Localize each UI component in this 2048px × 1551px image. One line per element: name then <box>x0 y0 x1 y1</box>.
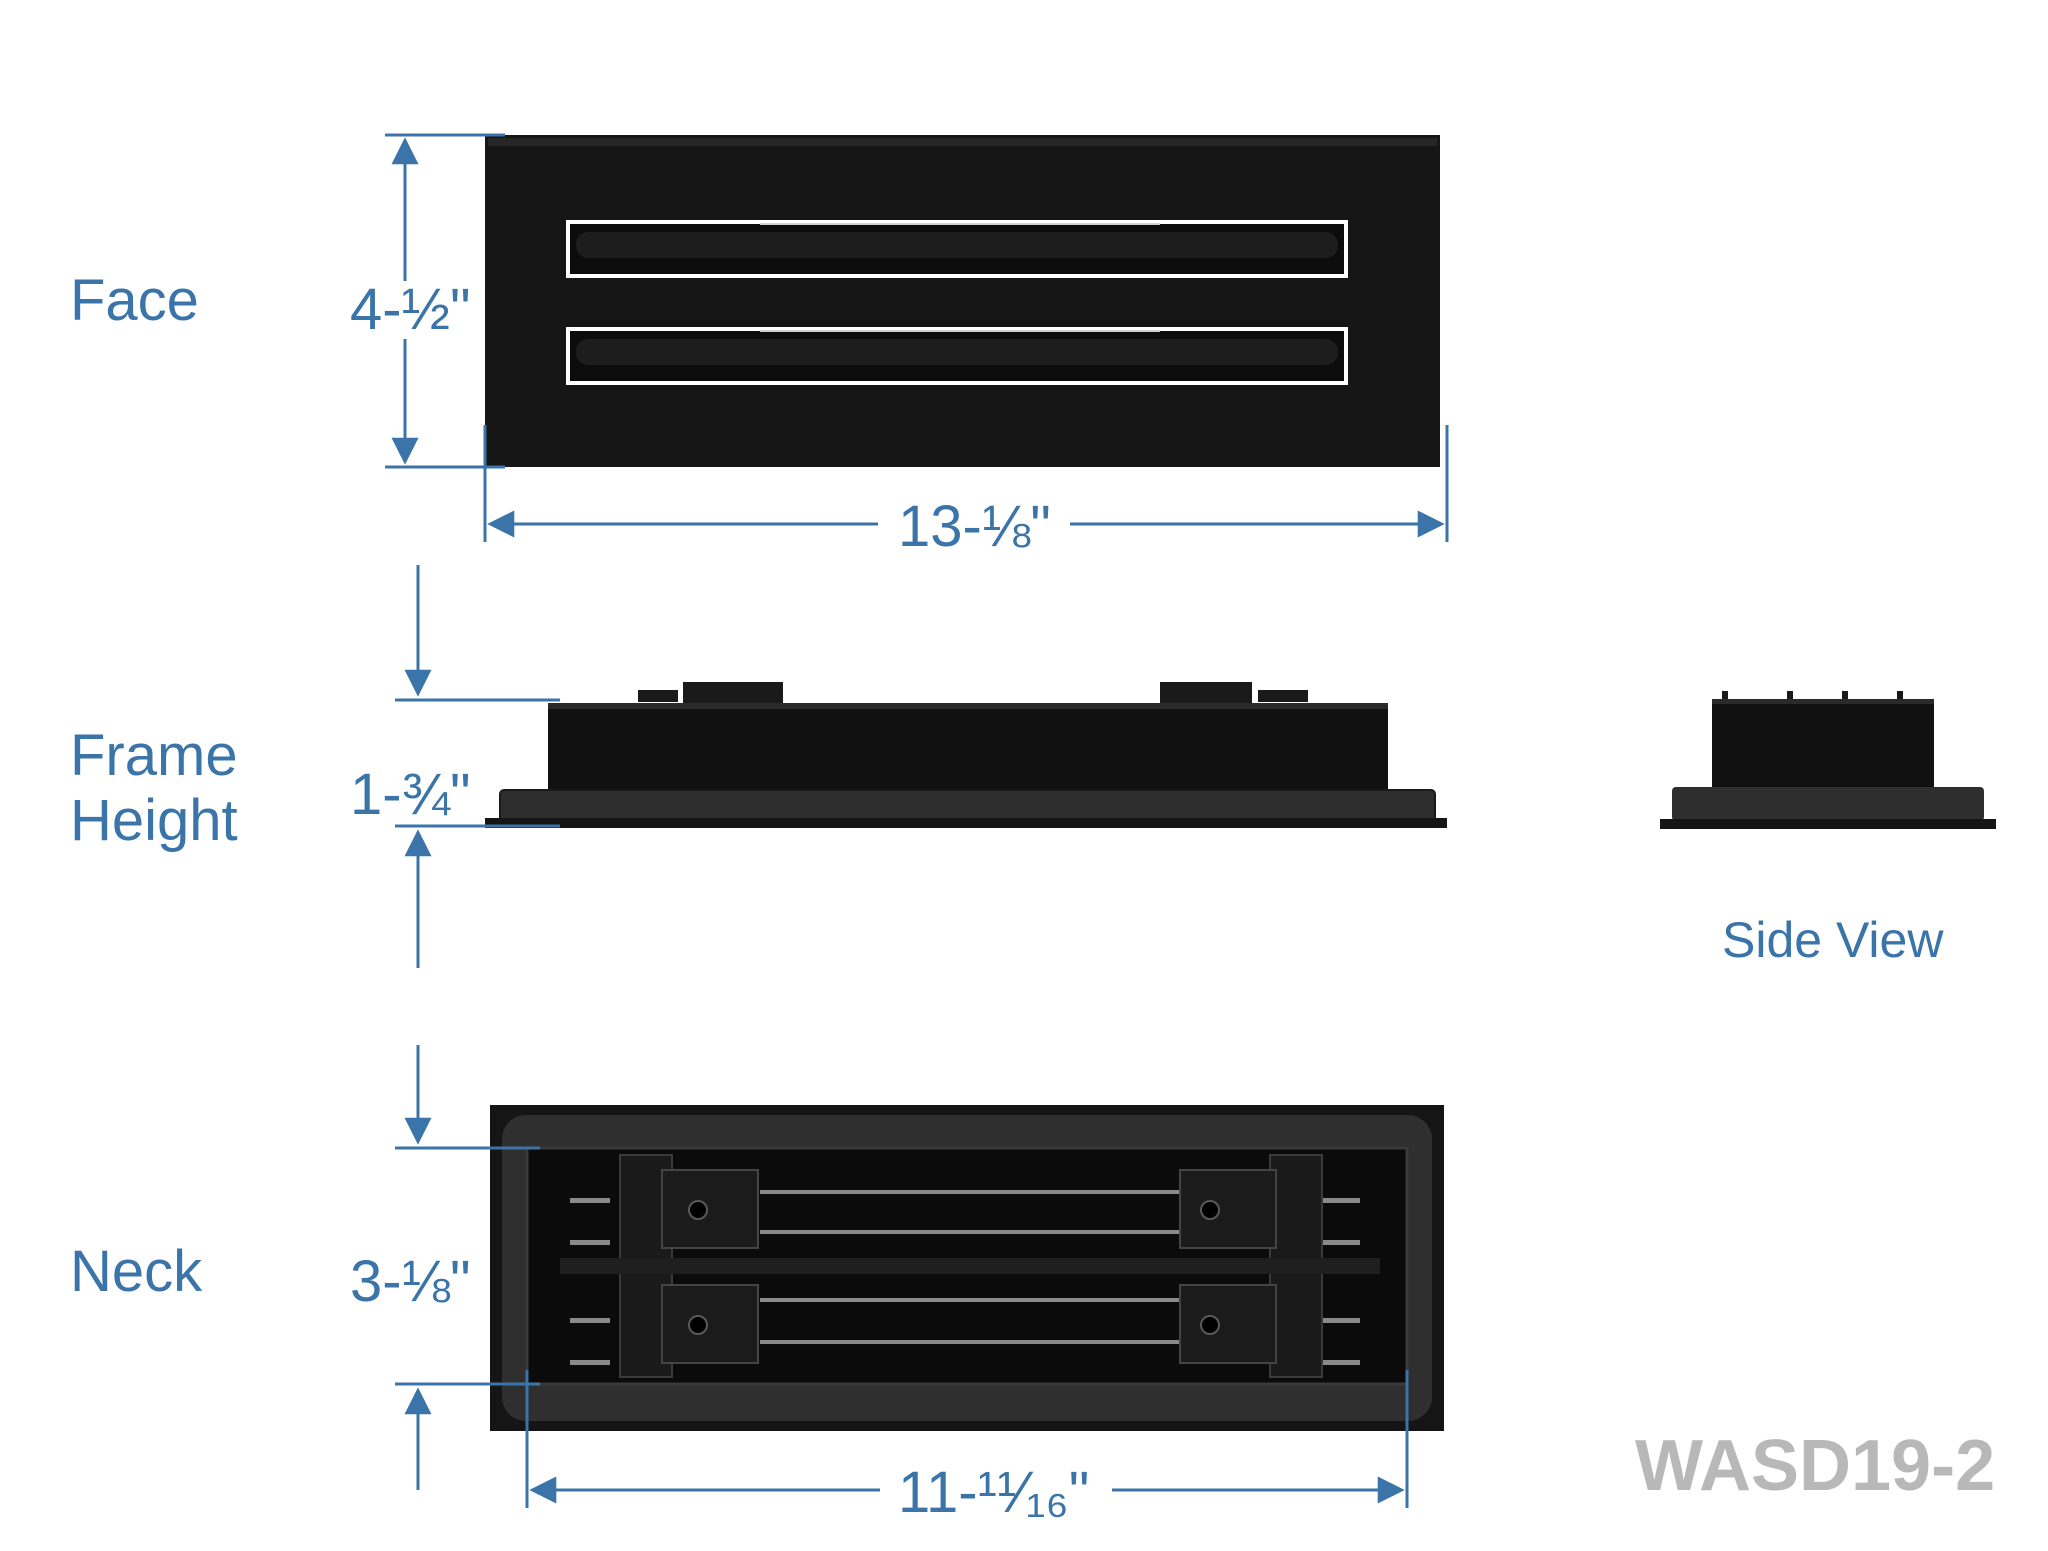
face-view-grille <box>485 135 1440 467</box>
frame-height-section-label-line2: Height <box>70 788 238 853</box>
neck-width-value: 11-¹¹⁄₁₆" <box>888 1464 1100 1522</box>
model-number: WASD19-2 <box>1635 1426 1996 1506</box>
neck-height-dimension <box>395 1045 540 1490</box>
frame-height-value: 1-¾" <box>346 766 475 824</box>
side-view-label: Side View <box>1722 912 1944 968</box>
neck-width-dimension <box>525 1370 1409 1508</box>
face-width-value: 13-⅛" <box>888 498 1061 556</box>
side-view-grille <box>1660 691 1996 829</box>
face-height-value: 4-½" <box>346 281 475 339</box>
neck-section-label: Neck <box>70 1239 203 1304</box>
frame-height-section-label-line1: Frame <box>70 723 238 788</box>
face-width-dimension <box>483 425 1449 542</box>
neck-view-grille <box>490 1105 1444 1431</box>
neck-height-value: 3-⅛" <box>346 1253 475 1311</box>
frame-height-dimension <box>395 565 560 968</box>
frame-profile-grille <box>485 682 1447 828</box>
face-section-label: Face <box>70 268 199 333</box>
